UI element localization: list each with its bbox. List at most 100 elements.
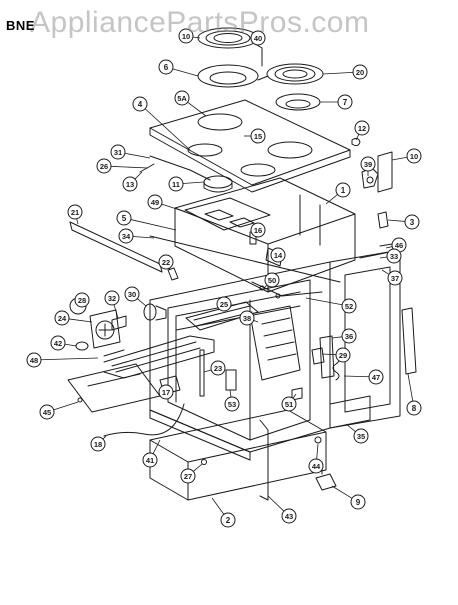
- callout-16: 16: [251, 223, 265, 237]
- callout-number: 49: [151, 198, 159, 207]
- callout-52: 52: [306, 298, 356, 313]
- support-rod: [150, 236, 340, 282]
- callout-leader-line: [317, 444, 318, 459]
- callout-26: 26: [97, 159, 148, 173]
- callout-number: 43: [285, 512, 293, 521]
- callout-leader-line: [306, 298, 342, 305]
- wire-lead: [150, 156, 210, 180]
- callout-leader-line: [54, 402, 78, 410]
- screw-44: [315, 437, 321, 443]
- callout-number: 12: [358, 124, 366, 133]
- callout-number: 46: [395, 241, 403, 250]
- callout-28: 28: [75, 293, 89, 307]
- callout-32: 32: [105, 291, 119, 318]
- callout-12: 12: [355, 121, 369, 140]
- callout-10: 10: [392, 149, 421, 163]
- callout-leader-line: [332, 337, 342, 338]
- callout-number: 15: [254, 132, 262, 141]
- callout-leader-line: [382, 270, 389, 274]
- callout-number: 2: [226, 516, 231, 525]
- callout-number: 13: [126, 180, 134, 189]
- callout-number: 18: [94, 440, 102, 449]
- callout-number: 14: [274, 251, 283, 260]
- callout-number: 16: [254, 226, 262, 235]
- callout-43: 43: [268, 496, 296, 523]
- side-panel: [330, 244, 400, 428]
- callout-35: 35: [346, 424, 368, 443]
- watermark: AppliancePartsPros.com: [30, 6, 369, 40]
- callout-leader-line: [162, 204, 186, 212]
- latch: [312, 348, 324, 364]
- callout-8: 8: [407, 374, 421, 415]
- power-cord: [104, 404, 184, 436]
- callout-number: 45: [43, 408, 51, 417]
- callout-leader-line: [254, 320, 258, 322]
- temp-sensor: [226, 370, 236, 390]
- callout-leader-line: [133, 236, 154, 238]
- callout-number: 51: [285, 400, 293, 409]
- callout-leader-line: [41, 358, 98, 360]
- callout-25: 25: [217, 297, 231, 311]
- model-number-label: BNE: [6, 18, 35, 33]
- callout-number: 25: [220, 300, 228, 309]
- callout-number: 6: [164, 63, 169, 72]
- screw-45: [78, 398, 82, 402]
- callout-6: 6: [159, 60, 198, 76]
- callout-leader-line: [137, 299, 146, 306]
- callout-number: 28: [78, 296, 86, 305]
- callout-leader-line: [69, 319, 92, 322]
- callout-number: 7: [343, 98, 348, 107]
- callout-number: 34: [122, 232, 131, 241]
- callout-number: 44: [312, 462, 321, 471]
- callout-leader-line: [204, 370, 211, 372]
- callout-leader-line: [268, 496, 284, 511]
- callout-number: 29: [339, 351, 347, 360]
- callout-3: 3: [388, 215, 419, 229]
- callout-21: 21: [68, 205, 82, 224]
- callout-1: 1: [326, 183, 350, 204]
- callout-leader-line: [131, 220, 176, 230]
- callout-number: 20: [356, 68, 364, 77]
- callout-13: 13: [123, 172, 142, 191]
- screw-27: [202, 460, 207, 465]
- callout-49: 49: [148, 195, 186, 212]
- bottom-trim-41: [150, 410, 250, 460]
- callout-number: 11: [172, 180, 180, 189]
- callout-15: 15: [244, 129, 265, 143]
- callout-leader-line: [135, 172, 142, 179]
- callout-number: 42: [54, 339, 62, 348]
- callout-37: 37: [382, 270, 402, 285]
- callout-29: 29: [322, 348, 350, 362]
- range-body-top: [175, 178, 355, 292]
- callout-18: 18: [91, 436, 106, 451]
- lower-side-panel: [330, 396, 370, 428]
- callout-20: 20: [323, 65, 367, 79]
- callout-number: 17: [162, 388, 170, 397]
- callout-leader-line: [230, 390, 231, 397]
- callout-48: 48: [27, 353, 98, 367]
- rear-panel-38: [250, 306, 300, 380]
- callout-9: 9: [332, 486, 365, 509]
- callout-leader-line: [346, 424, 356, 432]
- hinge-bracket: [320, 336, 334, 378]
- callout-leader-line: [388, 220, 405, 221]
- callout-leader-line: [408, 374, 413, 401]
- callout-leader-line: [193, 464, 202, 471]
- callout-number: 53: [228, 400, 236, 409]
- side-strip: [402, 308, 416, 374]
- callout-53: 53: [225, 390, 239, 411]
- callout-44: 44: [309, 444, 323, 473]
- callout-39: 39: [361, 157, 375, 176]
- callout-51: 51: [282, 394, 296, 411]
- drip-bowl-small: [276, 94, 320, 110]
- callout-leader-line: [111, 166, 148, 168]
- callout-number: 5: [122, 214, 127, 223]
- callout-31: 31: [111, 145, 150, 159]
- callout-number: 50: [268, 276, 276, 285]
- callout-number: 4: [138, 100, 143, 109]
- callout-11: 11: [169, 177, 204, 191]
- callout-leader-line: [380, 257, 387, 258]
- callout-number: 48: [30, 356, 38, 365]
- callout-45: 45: [40, 402, 78, 419]
